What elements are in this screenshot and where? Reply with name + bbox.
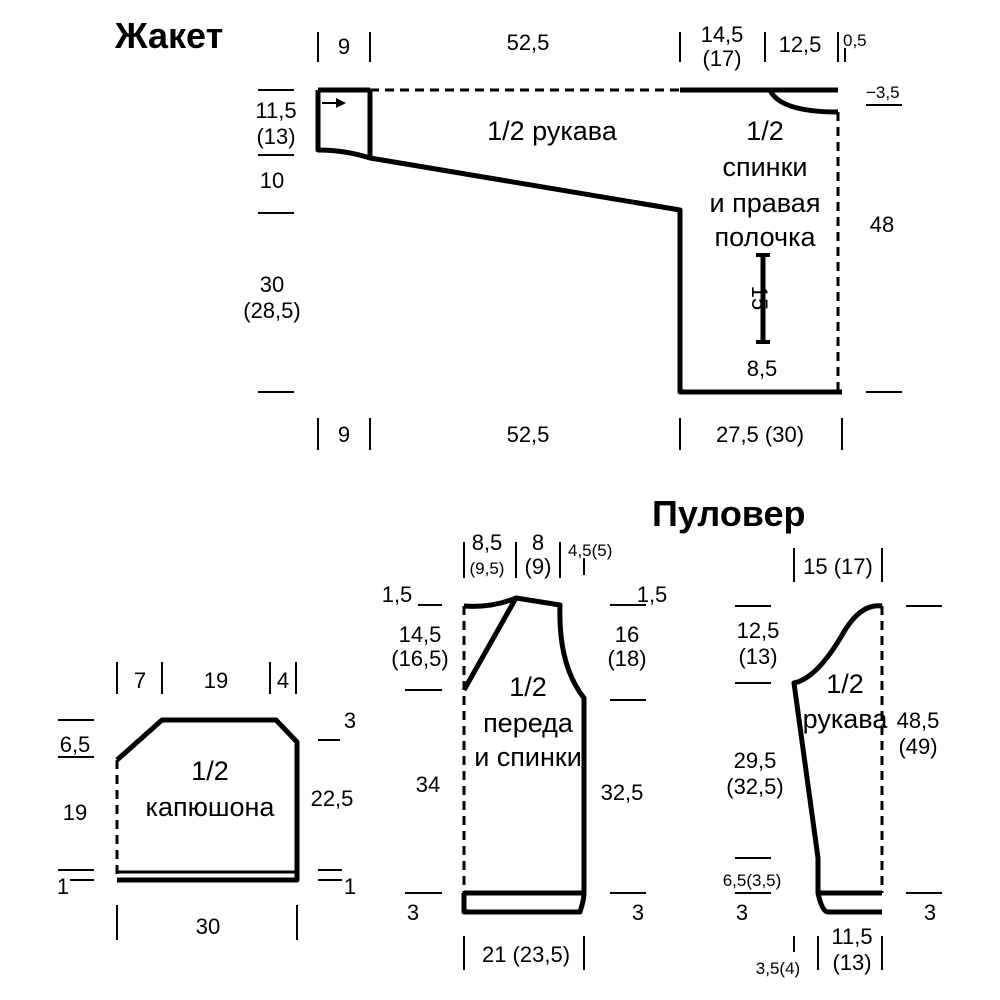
jacket-dim-side-a: 30 — [260, 272, 284, 297]
sleeve-dim-right-rib: 3 — [924, 900, 936, 925]
jacket-title: Жакет — [114, 15, 223, 56]
sleeve-outline — [791, 603, 884, 915]
jacket-dimension-lines — [258, 32, 902, 450]
jacket-sleeve-label: 1/2 рукава — [487, 116, 618, 146]
sleeve-label-2: рукава — [803, 704, 889, 734]
jacket-back-label-2: спинки — [722, 152, 807, 182]
hood-dim-left-top: 6,5 — [60, 732, 91, 757]
jacket-dim-pocket-length: 15 — [747, 286, 772, 310]
hood-dimension-lines — [58, 662, 342, 940]
sleeve-dimension-lines — [735, 548, 942, 970]
jacket-dim-neck-depth: −3,5 — [866, 83, 900, 102]
hood-label-2: капюшона — [146, 792, 276, 822]
body-dim-right-rib: 3 — [632, 900, 644, 925]
sleeve-dim-bottom-a: 11,5 — [831, 924, 872, 949]
body-dim-right-arm-b: (18) — [607, 646, 646, 671]
jacket-dim-top-cuff: 9 — [338, 34, 350, 59]
hood-dim-bottom: 30 — [196, 914, 220, 939]
sleeve-label-1: 1/2 — [826, 669, 864, 699]
jacket-dim-edge: 0,5 — [843, 31, 867, 50]
sleeve-dim-bottom-b: (13) — [832, 950, 871, 975]
jacket-dim-neck-a: 14,5 — [701, 22, 744, 47]
hood-dim-left-mid: 19 — [63, 800, 87, 825]
hood-label-1: 1/2 — [191, 756, 229, 786]
jacket-dim-bottom-sleeve: 52,5 — [507, 422, 550, 447]
hood-dim-top-b: 19 — [204, 668, 228, 693]
sleeve-dim-side-b: (32,5) — [726, 774, 783, 799]
jacket-dim-shoulder: 12,5 — [779, 32, 822, 57]
jacket-outline — [315, 87, 842, 395]
hood-dim-right-mid: 22,5 — [311, 786, 354, 811]
hood-dim-top-c: 4 — [277, 668, 289, 693]
body-dim-bottom: 21 (23,5) — [482, 942, 570, 967]
body-outline — [461, 595, 587, 915]
body-label-1: 1/2 — [509, 672, 547, 702]
body-label-3: и спинки — [474, 742, 582, 772]
sleeve-dim-height-a: 48,5 — [897, 708, 940, 733]
body-dim-mid-b: (9) — [525, 554, 552, 579]
jacket-back-label-3: и правая — [710, 188, 821, 218]
hood-dim-top-a: 7 — [134, 668, 146, 693]
sleeve-dim-bottom-offset: 3,5(4) — [756, 959, 800, 978]
jacket-dim-cuff-a: 11,5 — [255, 98, 296, 123]
sleeve-dim-height-b: (49) — [898, 734, 937, 759]
hood-dim-right-bot: 1 — [344, 874, 356, 899]
jacket-back-label-4: полочка — [714, 222, 816, 252]
pullover-title: Пуловер — [652, 493, 805, 534]
jacket-dim-pocket-position: 8,5 — [747, 356, 778, 381]
jacket-dim-cuff-b: (13) — [256, 124, 295, 149]
sleeve-dim-top: 15 (17) — [803, 554, 873, 579]
jacket-dim-bottom-cuff: 9 — [338, 422, 350, 447]
body-dim-shoulder: 4,5(5) — [568, 541, 612, 560]
hood-dim-left-bot: 1 — [57, 874, 69, 899]
body-dim-left-yoke-a: 14,5 — [399, 622, 442, 647]
body-dim-neck-a: 8,5 — [472, 530, 503, 555]
sleeve-dim-cuff-increase: 6,5(3,5) — [723, 871, 782, 890]
jacket-dim-bottom-width: 27,5 (30) — [716, 422, 804, 447]
hood-dim-right-top: 3 — [344, 708, 356, 733]
body-dim-left-rib: 3 — [407, 900, 419, 925]
body-dim-left-neck: 1,5 — [382, 582, 413, 607]
jacket-dim-top-sleeve: 52,5 — [507, 30, 550, 55]
body-dim-neck-b: (9,5) — [470, 559, 505, 578]
jacket-dim-height: 48 — [870, 212, 894, 237]
body-dim-mid-a: 8 — [532, 530, 544, 555]
body-dimension-lines — [405, 542, 646, 970]
hood-outline — [115, 717, 300, 883]
sleeve-dim-cap-a: 12,5 — [737, 618, 780, 643]
jacket-dim-neck-b: (17) — [702, 46, 741, 71]
sleeve-dim-rib: 3 — [736, 900, 748, 925]
jacket-back-label-1: 1/2 — [746, 116, 784, 146]
sleeve-dim-cap-b: (13) — [738, 644, 777, 669]
body-dim-right-neck: 1,5 — [637, 582, 668, 607]
body-dim-right-side: 32,5 — [601, 780, 644, 805]
sleeve-dim-side-a: 29,5 — [734, 748, 777, 773]
body-dim-left-side: 34 — [416, 772, 440, 797]
jacket-dim-side-b: (28,5) — [243, 298, 300, 323]
body-dim-left-yoke-b: (16,5) — [391, 646, 448, 671]
jacket-dim-cuff-slope: 10 — [260, 168, 284, 193]
body-label-2: переда — [483, 708, 574, 738]
body-dim-right-arm-a: 16 — [615, 622, 639, 647]
